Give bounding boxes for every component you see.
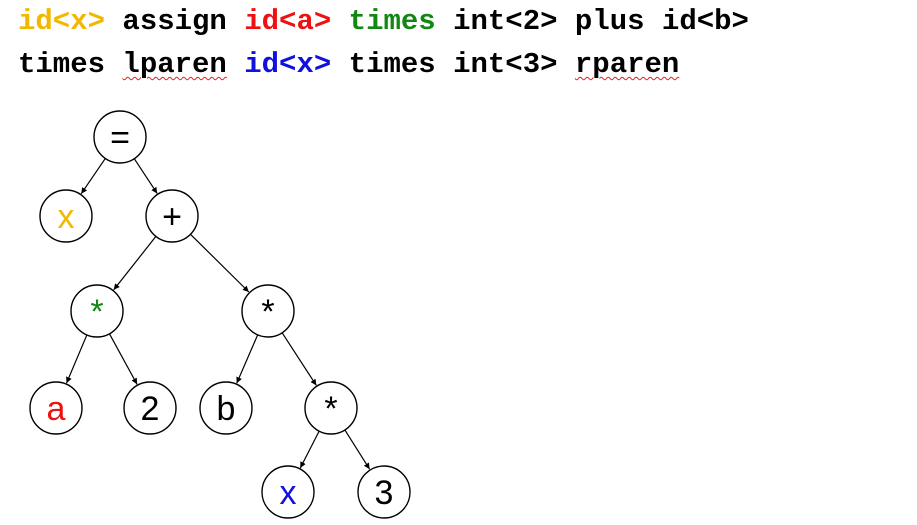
tree-node-circle [29, 381, 83, 435]
tree-edge-assign-plus [133, 158, 158, 194]
tree-node-circle [199, 381, 253, 435]
tree-edge-times2-b [236, 334, 259, 384]
tree-node-b: b [199, 381, 253, 435]
tree-node-label: a [47, 390, 66, 428]
tree-node-times2: * [241, 284, 295, 338]
token-line1-4: times [348, 5, 436, 38]
tree-node-circle [39, 189, 93, 243]
tree-edge-times3-x2 [299, 430, 320, 469]
tree-edge-plus-times2 [190, 233, 250, 293]
tree-node-label: 3 [375, 474, 394, 512]
token-line1-5: int<2> plus id<b> [435, 5, 749, 38]
token-line1-1: assign [105, 5, 245, 38]
tree-node-three: 3 [357, 465, 411, 519]
tree-edge-times2-times3 [281, 332, 317, 386]
tree-node-label: * [90, 293, 103, 331]
tree-node-two: 2 [123, 381, 177, 435]
token-line2-5: rparen [574, 48, 680, 81]
tree-node-label: + [162, 198, 182, 236]
tree-node-x2: x [261, 465, 315, 519]
tree-edge-times1-a [65, 334, 88, 384]
token-stream-line-1: id<x> assign id<a> times int<2> plus id<… [18, 7, 749, 36]
tree-node-circle [145, 189, 199, 243]
tree-edge-times3-three [344, 429, 371, 470]
tree-node-x1: x [39, 189, 93, 243]
tree-node-times3: * [304, 381, 358, 435]
tree-edge-assign-x1 [80, 158, 106, 195]
tree-node-label: x [280, 474, 297, 512]
tree-node-circle [241, 284, 295, 338]
tree-node-label: b [217, 390, 236, 428]
tree-node-assign: = [93, 110, 147, 164]
token-line2-0: times [18, 48, 123, 81]
tree-node-circle [261, 465, 315, 519]
tree-node-circle [70, 284, 124, 338]
tree-node-label: * [261, 293, 274, 331]
tree-node-circle [123, 381, 177, 435]
token-line2-1: lparen [122, 48, 227, 81]
tree-node-label: x [58, 198, 75, 236]
tree-edge-times1-two [108, 333, 138, 385]
token-line1-2: id<a> [244, 5, 332, 38]
tree-node-plus: + [145, 189, 199, 243]
tree-node-label: = [110, 119, 130, 157]
tree-node-circle [93, 110, 147, 164]
tree-node-label: * [324, 390, 337, 428]
tree-node-times1: * [70, 284, 124, 338]
tree-node-a: a [29, 381, 83, 435]
tree-edge-plus-times1 [113, 236, 157, 291]
tree-node-label: 2 [141, 390, 160, 428]
tree-node-circle [304, 381, 358, 435]
tree-node-circle [357, 465, 411, 519]
token-line2-3: id<x> [244, 48, 332, 81]
token-line1-0: id<x> [18, 5, 106, 38]
token-stream-line-2: times lparen id<x> times int<3> rparen [18, 50, 679, 79]
token-line2-4: times int<3> [331, 48, 575, 81]
